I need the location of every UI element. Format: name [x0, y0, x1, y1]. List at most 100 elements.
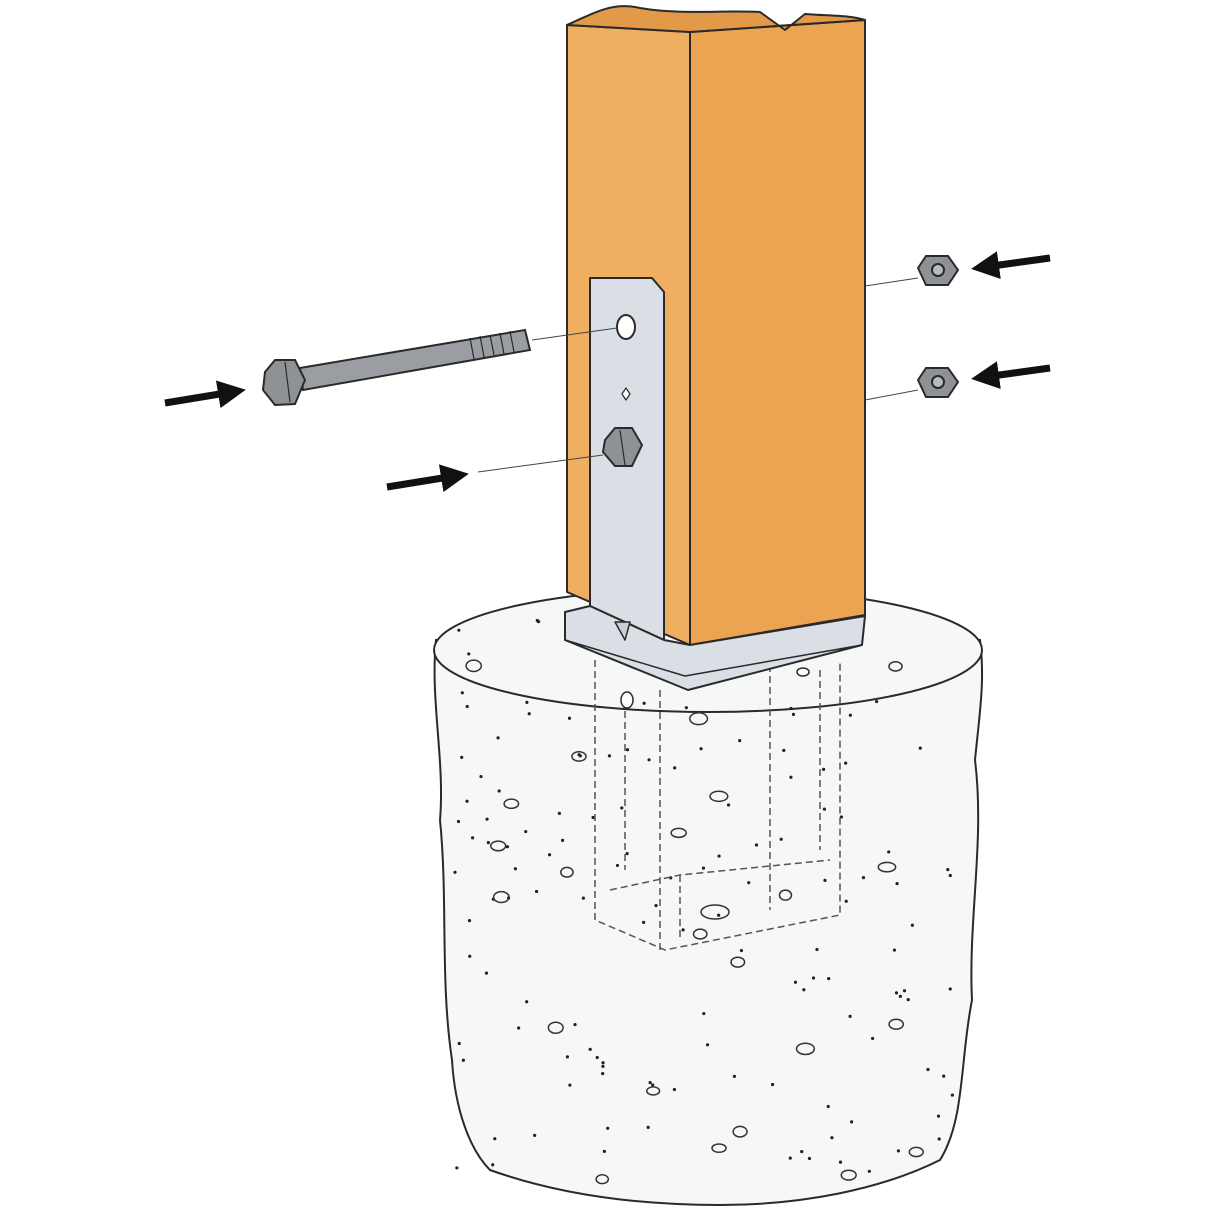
- aggregate-speck: [779, 837, 783, 841]
- aggregate-speck: [484, 971, 489, 975]
- aggregate-speck: [888, 1018, 905, 1030]
- aggregate-speck: [861, 876, 866, 880]
- aggregate-speck: [465, 704, 469, 709]
- aggregate-speck: [800, 1149, 804, 1154]
- aggregate-speck: [791, 712, 796, 717]
- aggregate-speck: [699, 747, 703, 751]
- aggregate-speck: [702, 1011, 706, 1016]
- aggregate-speck: [892, 948, 897, 952]
- post-side-face: [689, 19, 866, 646]
- aggregate-speck: [822, 767, 826, 771]
- arrow-right-icon: [386, 464, 469, 493]
- aggregate-speck: [646, 1086, 661, 1096]
- aggregate-speck: [896, 1149, 901, 1153]
- aggregate-speck: [491, 1163, 495, 1167]
- aggregate-speck: [709, 790, 729, 803]
- aggregate-speck: [830, 1136, 834, 1140]
- arrow-right-icon: [164, 380, 246, 409]
- aggregate-speck: [646, 1125, 650, 1129]
- aggregate-speck: [670, 827, 688, 839]
- aggregate-speck: [517, 1026, 521, 1030]
- aggregate-speck: [601, 1061, 605, 1065]
- nut-icon: [916, 255, 960, 286]
- aggregate-speck: [595, 1174, 610, 1185]
- aggregate-speck: [457, 1041, 461, 1046]
- aggregate-speck: [887, 850, 891, 854]
- aggregate-speck: [461, 1058, 465, 1062]
- aggregate-speck: [588, 1047, 592, 1051]
- aggregate-speck: [625, 851, 629, 856]
- aggregate-speck: [607, 754, 612, 758]
- aggregate-speck: [615, 863, 620, 868]
- aggregate-speck: [468, 954, 472, 958]
- anchor-hole: [700, 904, 730, 920]
- aggregate-speck: [560, 866, 574, 878]
- aggregate-speck: [789, 775, 793, 779]
- aggregate-speck: [871, 1036, 875, 1041]
- aggregate-speck: [489, 840, 507, 852]
- aggregate-speck: [815, 947, 819, 952]
- aggregate-speck: [788, 1156, 792, 1160]
- aggregate-speck: [848, 1014, 852, 1018]
- aggregate-speck: [717, 913, 721, 917]
- aggregate-speck: [822, 807, 827, 811]
- bracket-base-plate: [564, 605, 866, 691]
- aggregate-speck: [503, 798, 520, 810]
- aggregate-speck: [485, 817, 489, 821]
- nut-icon: [916, 367, 960, 398]
- aggregate-speck: [942, 1074, 946, 1078]
- aggregate-speck: [902, 989, 907, 993]
- aggregate-speck: [568, 1083, 572, 1087]
- aggregate-speck: [807, 1156, 812, 1161]
- aggregate-speck: [625, 748, 630, 752]
- aggregate-speck: [602, 1149, 606, 1153]
- aggregate-speck: [827, 976, 831, 981]
- aggregate-speck: [581, 896, 585, 900]
- bolt-hole: [616, 314, 636, 340]
- aggregate-speck: [486, 841, 490, 845]
- arrows: [164, 251, 1051, 493]
- aggregate-speck: [711, 1143, 727, 1154]
- aggregate-speck: [557, 811, 562, 815]
- aggregate-speck: [950, 1093, 955, 1097]
- aggregate-speck: [937, 1137, 941, 1141]
- aggregate-speck: [453, 870, 457, 874]
- aggregate-speck: [898, 994, 902, 998]
- aggregate-speck: [894, 991, 899, 995]
- aggregate-speck: [560, 838, 565, 842]
- aggregate-speck: [850, 1120, 854, 1124]
- aggregate-speck: [654, 903, 658, 908]
- aggregate-speck: [717, 854, 721, 858]
- aggregate-speck: [648, 1081, 652, 1085]
- aggregate-speck: [840, 1169, 857, 1181]
- aggregate-speck: [533, 1133, 537, 1137]
- aggregate-speck: [591, 815, 595, 820]
- aggregate-speck: [527, 712, 531, 716]
- concrete-aggregate: [453, 618, 955, 1185]
- aggregate-speck: [595, 1055, 599, 1060]
- aggregate-speck: [732, 1125, 748, 1138]
- aggregate-speck: [513, 867, 517, 871]
- aggregate-speck: [672, 1087, 677, 1092]
- aggregate-speck: [467, 919, 472, 923]
- aggregate-speck: [877, 861, 897, 873]
- aggregate-speck: [524, 829, 528, 834]
- aggregate-speck: [730, 956, 746, 968]
- aggregate-speck: [673, 766, 677, 770]
- aggregate-speck: [493, 1137, 497, 1141]
- aggregate-speck: [460, 755, 464, 759]
- aggregate-speck: [908, 1146, 924, 1158]
- aggregate-speck: [747, 881, 751, 885]
- aggregate-speck: [547, 1021, 564, 1034]
- aggregate-speck: [726, 803, 731, 807]
- aggregate-speck: [496, 736, 500, 740]
- aggregate-speck: [844, 899, 848, 903]
- aggregate-speck: [811, 976, 816, 980]
- pilot-hole: [621, 387, 631, 401]
- aggregate-speck: [738, 739, 742, 743]
- aggregate-speck: [492, 890, 510, 904]
- aggregate-speck: [838, 1160, 843, 1164]
- aggregate-speck: [910, 923, 914, 927]
- arrow-left-icon: [971, 361, 1051, 389]
